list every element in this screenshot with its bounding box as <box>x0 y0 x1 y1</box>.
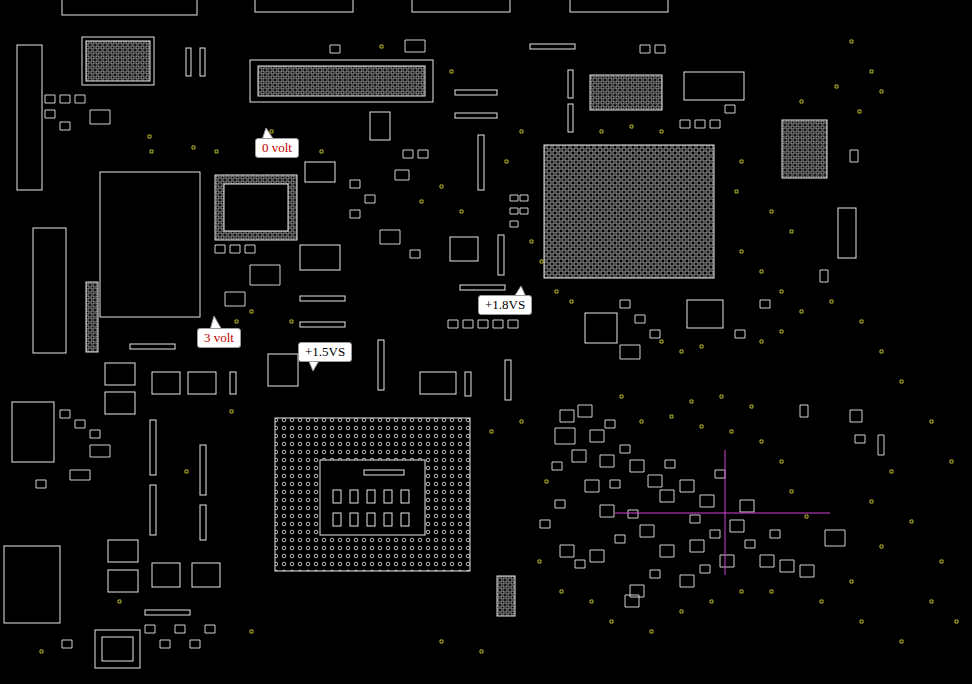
voltage-label: +1.5VS <box>305 344 345 359</box>
component-outlines <box>498 235 504 275</box>
component-outlines <box>320 460 425 535</box>
component-outlines <box>300 296 345 301</box>
component-outlines <box>105 363 135 385</box>
component-outlines <box>100 172 200 317</box>
component-outlines <box>95 630 140 668</box>
component-outlines <box>150 485 156 535</box>
component-outlines <box>230 372 236 394</box>
component-outlines <box>4 546 60 623</box>
voltage-label: 0 volt <box>262 140 292 155</box>
component-outlines <box>300 245 340 270</box>
component-outlines <box>530 44 575 49</box>
component-outlines <box>130 344 175 349</box>
component-outlines <box>200 48 205 76</box>
component-outlines <box>152 372 180 394</box>
component-outlines <box>105 392 135 414</box>
callout-pointers <box>210 128 526 371</box>
component-outlines <box>384 513 392 526</box>
component-outlines <box>378 340 384 390</box>
component-outlines <box>367 513 375 526</box>
component-outlines <box>544 145 714 278</box>
component-outlines <box>102 637 133 661</box>
component-outlines <box>305 162 335 182</box>
pad-cluster <box>36 40 884 648</box>
component-outlines <box>215 175 297 240</box>
component-outlines <box>258 66 425 96</box>
crosshair-cursor <box>615 450 830 575</box>
component-outlines <box>108 540 138 562</box>
component-outlines <box>17 45 42 190</box>
component-outlines <box>12 402 54 462</box>
component-outlines <box>455 113 497 118</box>
component-outlines <box>333 513 341 526</box>
component-outlines <box>82 37 154 85</box>
component-outlines <box>460 285 505 290</box>
component-outlines <box>838 208 856 258</box>
component-outlines <box>33 228 66 353</box>
component-outlines <box>152 563 180 587</box>
component-outlines <box>268 354 298 386</box>
component-outlines <box>505 360 511 400</box>
callout-box: +1.5VS <box>298 342 352 362</box>
component-outlines <box>200 445 206 495</box>
component-outlines <box>350 513 358 526</box>
component-outlines <box>401 513 409 526</box>
component-outlines <box>192 563 220 587</box>
component-outlines <box>188 372 216 394</box>
component-outlines <box>86 41 150 81</box>
crosshair-cursor <box>615 513 830 514</box>
component-outlines <box>384 490 392 503</box>
component-outlines <box>200 505 206 540</box>
component-outlines <box>420 372 456 394</box>
voltage-label: +1.8VS <box>485 297 525 312</box>
component-outlines <box>364 470 404 475</box>
component-outlines <box>275 418 470 571</box>
component-outlines <box>568 70 573 98</box>
component-outlines <box>86 282 98 352</box>
component-outlines <box>350 490 358 503</box>
callout-box: 3 volt <box>197 328 241 348</box>
component-outlines <box>370 112 390 140</box>
component-outlines <box>684 72 744 100</box>
component-outlines <box>478 135 484 190</box>
component-outlines <box>367 490 375 503</box>
test-points <box>40 40 958 653</box>
component-outlines <box>782 120 827 178</box>
component-outlines <box>590 75 662 110</box>
component-outlines <box>224 184 288 231</box>
component-outlines <box>250 60 433 102</box>
component-outlines <box>108 570 138 592</box>
component-outlines <box>333 490 341 503</box>
component-outlines <box>150 420 156 475</box>
component-outlines <box>412 0 510 12</box>
component-outlines <box>450 237 478 261</box>
callout-box: +1.8VS <box>478 295 532 315</box>
component-outlines <box>497 576 515 616</box>
component-outlines <box>145 610 190 615</box>
component-outlines <box>455 90 497 95</box>
component-outlines <box>570 0 668 12</box>
component-outlines <box>687 300 723 328</box>
component-outlines <box>401 490 409 503</box>
component-outlines <box>465 372 471 396</box>
component-outlines <box>4 0 856 668</box>
component-outlines <box>568 104 573 132</box>
component-outlines <box>255 0 353 12</box>
voltage-label: 3 volt <box>204 330 234 345</box>
callout-box: 0 volt <box>255 138 299 158</box>
component-outlines <box>585 313 617 343</box>
component-outlines <box>186 48 191 76</box>
component-outlines <box>300 322 345 327</box>
component-outlines <box>62 0 197 15</box>
